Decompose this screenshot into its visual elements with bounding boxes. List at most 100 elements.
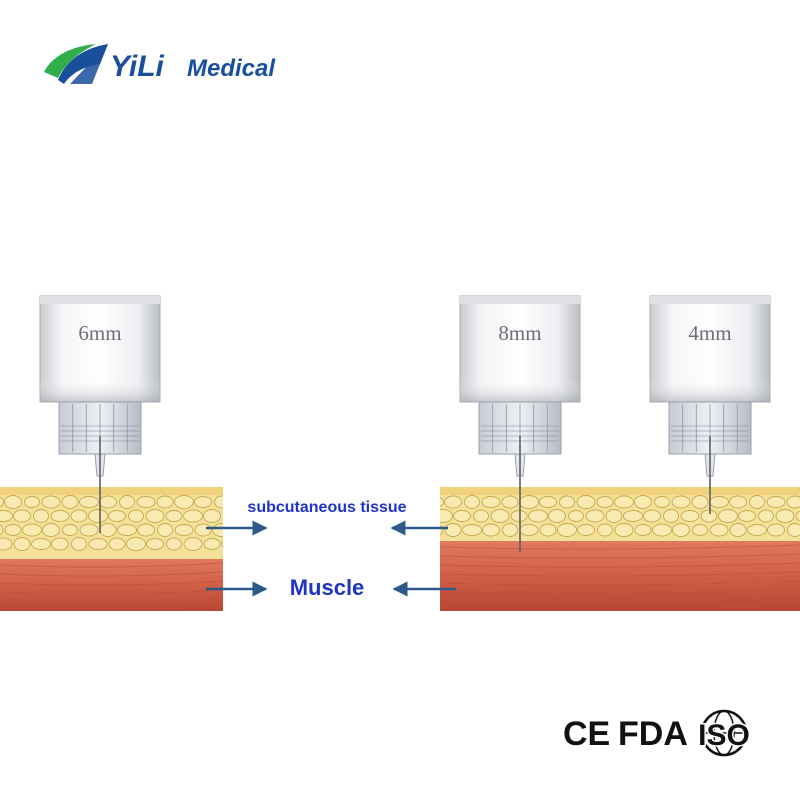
brand-logo: YiLi Medical — [44, 44, 276, 84]
fat-cell — [749, 495, 765, 509]
fat-cell — [510, 510, 528, 522]
fat-cell — [203, 509, 221, 523]
fat-cell — [13, 537, 31, 551]
muscle-fiber — [440, 589, 800, 595]
fat-cell — [128, 509, 144, 523]
fat-cell — [464, 495, 480, 509]
fat-cell — [136, 496, 156, 508]
fat-cell — [473, 509, 489, 523]
fat-cell — [88, 538, 108, 550]
fat-cell — [440, 497, 444, 507]
fat-cell — [758, 509, 774, 523]
fat-cell — [174, 524, 194, 536]
muscle-fiber — [0, 607, 223, 611]
fat-cell — [691, 495, 709, 509]
iso-globe-icon — [700, 709, 748, 757]
fat-cell — [680, 510, 700, 522]
fat-cell — [221, 540, 223, 548]
fat-cell — [605, 509, 623, 523]
muscle-fibers — [0, 562, 223, 611]
fat-cell — [194, 496, 212, 508]
fat-cell — [654, 496, 670, 508]
cap-rim — [650, 296, 770, 304]
fat-cell — [576, 495, 596, 509]
muscle-layer — [440, 541, 800, 611]
fat-cell — [490, 509, 510, 523]
fat-cell — [557, 523, 577, 537]
fat-cell — [528, 509, 548, 523]
fat-cell — [203, 538, 221, 550]
fat-cell — [786, 495, 800, 509]
fat-cell — [212, 523, 223, 537]
fat-cell — [61, 495, 79, 509]
fat-cell — [519, 524, 539, 536]
pen-needles: 6mm 8mm 4mm — [39, 295, 771, 552]
fat-cell — [482, 523, 500, 537]
fat-cell — [51, 537, 69, 551]
fat-cell — [119, 495, 135, 509]
fat-cell — [13, 509, 31, 523]
muscle-fiber — [440, 607, 800, 611]
fat-cell — [597, 523, 613, 537]
label-muscle: Muscle — [290, 575, 365, 600]
fat-cell — [108, 510, 126, 522]
fat-cell — [634, 524, 652, 536]
fat-cell — [652, 523, 672, 537]
muscle-fiber — [0, 562, 223, 568]
fat-cell — [775, 509, 795, 523]
muscle-fiber — [440, 571, 800, 577]
fat-cell — [31, 538, 51, 550]
skin-layer — [0, 487, 223, 495]
brand-name-part1: YiLi — [110, 50, 165, 83]
fat-cell — [539, 523, 557, 537]
fat-cell — [99, 495, 117, 509]
fat-cell — [24, 496, 40, 508]
fat-cell — [481, 496, 501, 508]
needle-length-label: 8mm — [498, 321, 541, 345]
brand-name-part2: Medical — [187, 55, 276, 82]
fat-cell — [88, 509, 108, 523]
muscle-fiber — [440, 544, 800, 550]
cap-shadow — [40, 378, 160, 402]
fat-cell — [519, 495, 539, 509]
fat-cell — [614, 495, 634, 509]
fat-cell — [767, 523, 785, 537]
fat-cell — [671, 495, 691, 509]
iso-mark: ISO — [698, 719, 750, 752]
fat-cell — [145, 509, 165, 523]
needle-length-label: 6mm — [78, 321, 121, 345]
fat-cell — [709, 523, 729, 537]
needle-length-label: 4mm — [688, 321, 731, 345]
fat-cell — [166, 537, 182, 551]
fat-cell — [672, 523, 690, 537]
muscle-fiber — [0, 598, 223, 604]
fat-cell — [718, 509, 738, 523]
fat-cell — [539, 496, 557, 508]
cap-rim — [40, 296, 160, 304]
fat-cell — [444, 495, 462, 509]
fat-cell — [183, 509, 203, 523]
fat-cell — [596, 496, 614, 508]
cap-shadow — [460, 378, 580, 402]
muscle-fibers — [440, 544, 800, 611]
fat-cell — [623, 510, 643, 522]
pen-needle: 6mm — [39, 295, 161, 533]
fat-cell — [568, 510, 584, 522]
label-subcutaneous-tissue: subcutaneous tissue — [247, 499, 406, 516]
fat-cells — [0, 495, 223, 551]
fat-cell — [79, 496, 99, 508]
fat-cell — [501, 495, 519, 509]
fat-cell — [146, 538, 164, 550]
fat-cell — [614, 523, 634, 537]
fat-cell — [692, 524, 708, 536]
fat-cell — [729, 523, 747, 537]
fat-cell — [700, 509, 718, 523]
tissue-block-right — [440, 487, 800, 611]
fat-cell — [0, 524, 4, 536]
fat-cell — [766, 496, 786, 508]
cap-shadow — [650, 378, 770, 402]
fda-mark: FDA — [618, 715, 688, 753]
fat-cell — [137, 523, 155, 537]
fat-cell — [71, 537, 87, 551]
fat-cell — [79, 523, 99, 537]
